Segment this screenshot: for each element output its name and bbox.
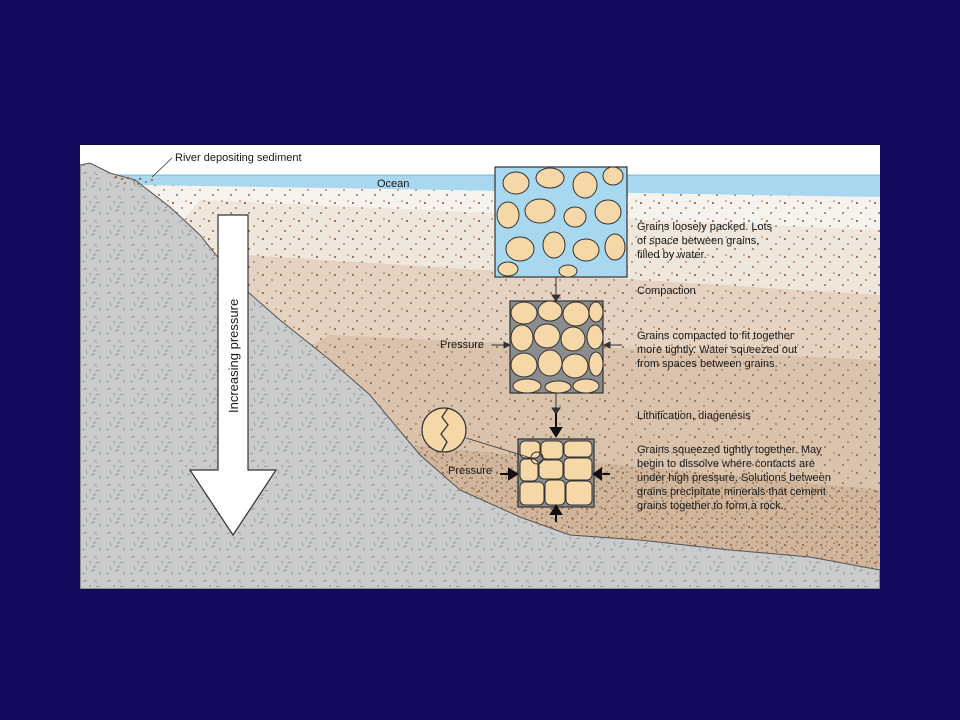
compaction-heading: Compaction [637, 285, 696, 297]
river-leader-line [151, 157, 173, 178]
svg-text:of space between grains,: of space between grains, [637, 235, 759, 247]
lithification-heading: Lithification, diagenesis [637, 410, 751, 422]
compacted-grains-box [509, 300, 604, 394]
svg-text:filled by water.: filled by water. [637, 249, 707, 261]
river-sediment [114, 175, 154, 185]
svg-text:grains together to form a rock: grains together to form a rock. [637, 500, 784, 512]
ocean-label: Ocean [377, 178, 409, 190]
svg-text:Grains compacted to fit togeth: Grains compacted to fit together [637, 330, 794, 342]
sediment-lithification-diagram: River depositing sediment Ocean Increasi… [80, 145, 880, 589]
pressure-arrows-low [500, 413, 610, 522]
svg-text:Grains squeezed tightly togeth: Grains squeezed tightly together. May [637, 444, 822, 456]
increasing-pressure-label: Increasing pressure [226, 299, 241, 413]
stage-1-description: Grains loosely packed. Lots of space bet… [637, 221, 773, 261]
lithified-grains-box [517, 438, 595, 508]
bedrock [80, 162, 880, 589]
pressure-arrows-mid [492, 341, 622, 349]
loose-grains-box [494, 166, 628, 278]
svg-text:under high pressure. Solutions: under high pressure. Solutions between [637, 472, 831, 484]
pressure-label-low: Pressure [448, 465, 492, 477]
river-label: River depositing sediment [175, 152, 302, 164]
svg-text:Grains loosely packed. Lots: Grains loosely packed. Lots [637, 221, 773, 233]
svg-text:from spaces between grains.: from spaces between grains. [637, 358, 778, 370]
svg-text:more tightly. Water squeezed o: more tightly. Water squeezed out [637, 344, 797, 356]
svg-text:begin to dissolve where contac: begin to dissolve where contacts are [637, 458, 815, 470]
stage-3-description: Lithification, diagenesis Grains squeeze… [637, 410, 831, 512]
svg-text:grains precipitate minerals th: grains precipitate minerals that cement [637, 486, 826, 498]
stage-connector-arrows [551, 277, 561, 415]
pressure-label-mid: Pressure [440, 339, 484, 351]
stage-2-description: Compaction Grains compacted to fit toget… [637, 285, 797, 370]
magnified-grain-contact [421, 407, 532, 459]
increasing-pressure-arrow [188, 214, 278, 537]
